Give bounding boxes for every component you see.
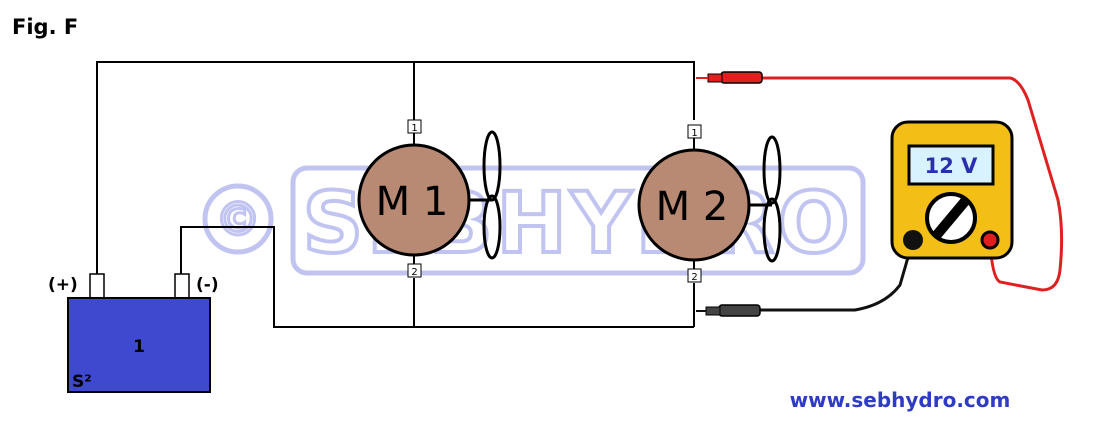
black-probe-tip <box>705 306 721 316</box>
motor-2-terminal-bottom-box <box>687 268 702 283</box>
circuit-wires <box>96 61 695 328</box>
motor-1-label: M 1 <box>376 179 449 225</box>
negative-label: (-) <box>196 275 219 295</box>
watermark-box <box>290 165 866 276</box>
battery: 1 S² (+) (-) <box>48 273 219 393</box>
motor-1-fan-icon <box>469 130 502 260</box>
copyright-circle <box>202 183 274 255</box>
battery-body <box>67 297 211 393</box>
battery-negative-terminal <box>174 273 190 299</box>
battery-label: 1 <box>133 337 145 357</box>
red-probe-handle <box>720 71 763 84</box>
battery-corner-label: S² <box>72 372 92 392</box>
volt-jack <box>980 230 1000 250</box>
motor-2-fan-icon <box>749 135 782 263</box>
red-probe-tip <box>707 73 723 83</box>
motor-1-terminal-bottom-box <box>407 263 422 278</box>
com-jack <box>903 230 923 250</box>
battery-positive-terminal <box>89 273 105 299</box>
black-probe <box>696 239 915 317</box>
motor-1-terminal-bottom: 2 <box>411 267 417 278</box>
negative-wire <box>180 226 694 328</box>
multimeter-dial-pointer <box>933 197 969 239</box>
multimeter-reading: 12 V <box>925 154 979 178</box>
red-probe <box>696 71 1064 292</box>
motor-2: 1 M 2 2 <box>637 124 782 283</box>
figure-label: Fig. F <box>12 15 78 39</box>
motor-1-terminal-top: 1 <box>411 123 417 134</box>
black-probe-handle <box>718 304 761 317</box>
multimeter: 12 V <box>890 120 1014 260</box>
multimeter-screen <box>907 144 995 186</box>
motor-1: 1 M 1 2 <box>357 119 502 278</box>
motor-2-terminal-bottom: 2 <box>691 272 697 283</box>
red-probe-lead <box>762 76 1064 292</box>
website-text: www.sebhydro.com <box>790 388 1011 412</box>
black-probe-lead <box>760 239 915 312</box>
positive-label: (+) <box>48 275 78 295</box>
copyright-symbol: © <box>215 192 261 246</box>
motor-2-label: M 2 <box>656 184 729 230</box>
motor-2-terminal-top: 1 <box>691 128 697 139</box>
top-wire <box>96 61 695 274</box>
